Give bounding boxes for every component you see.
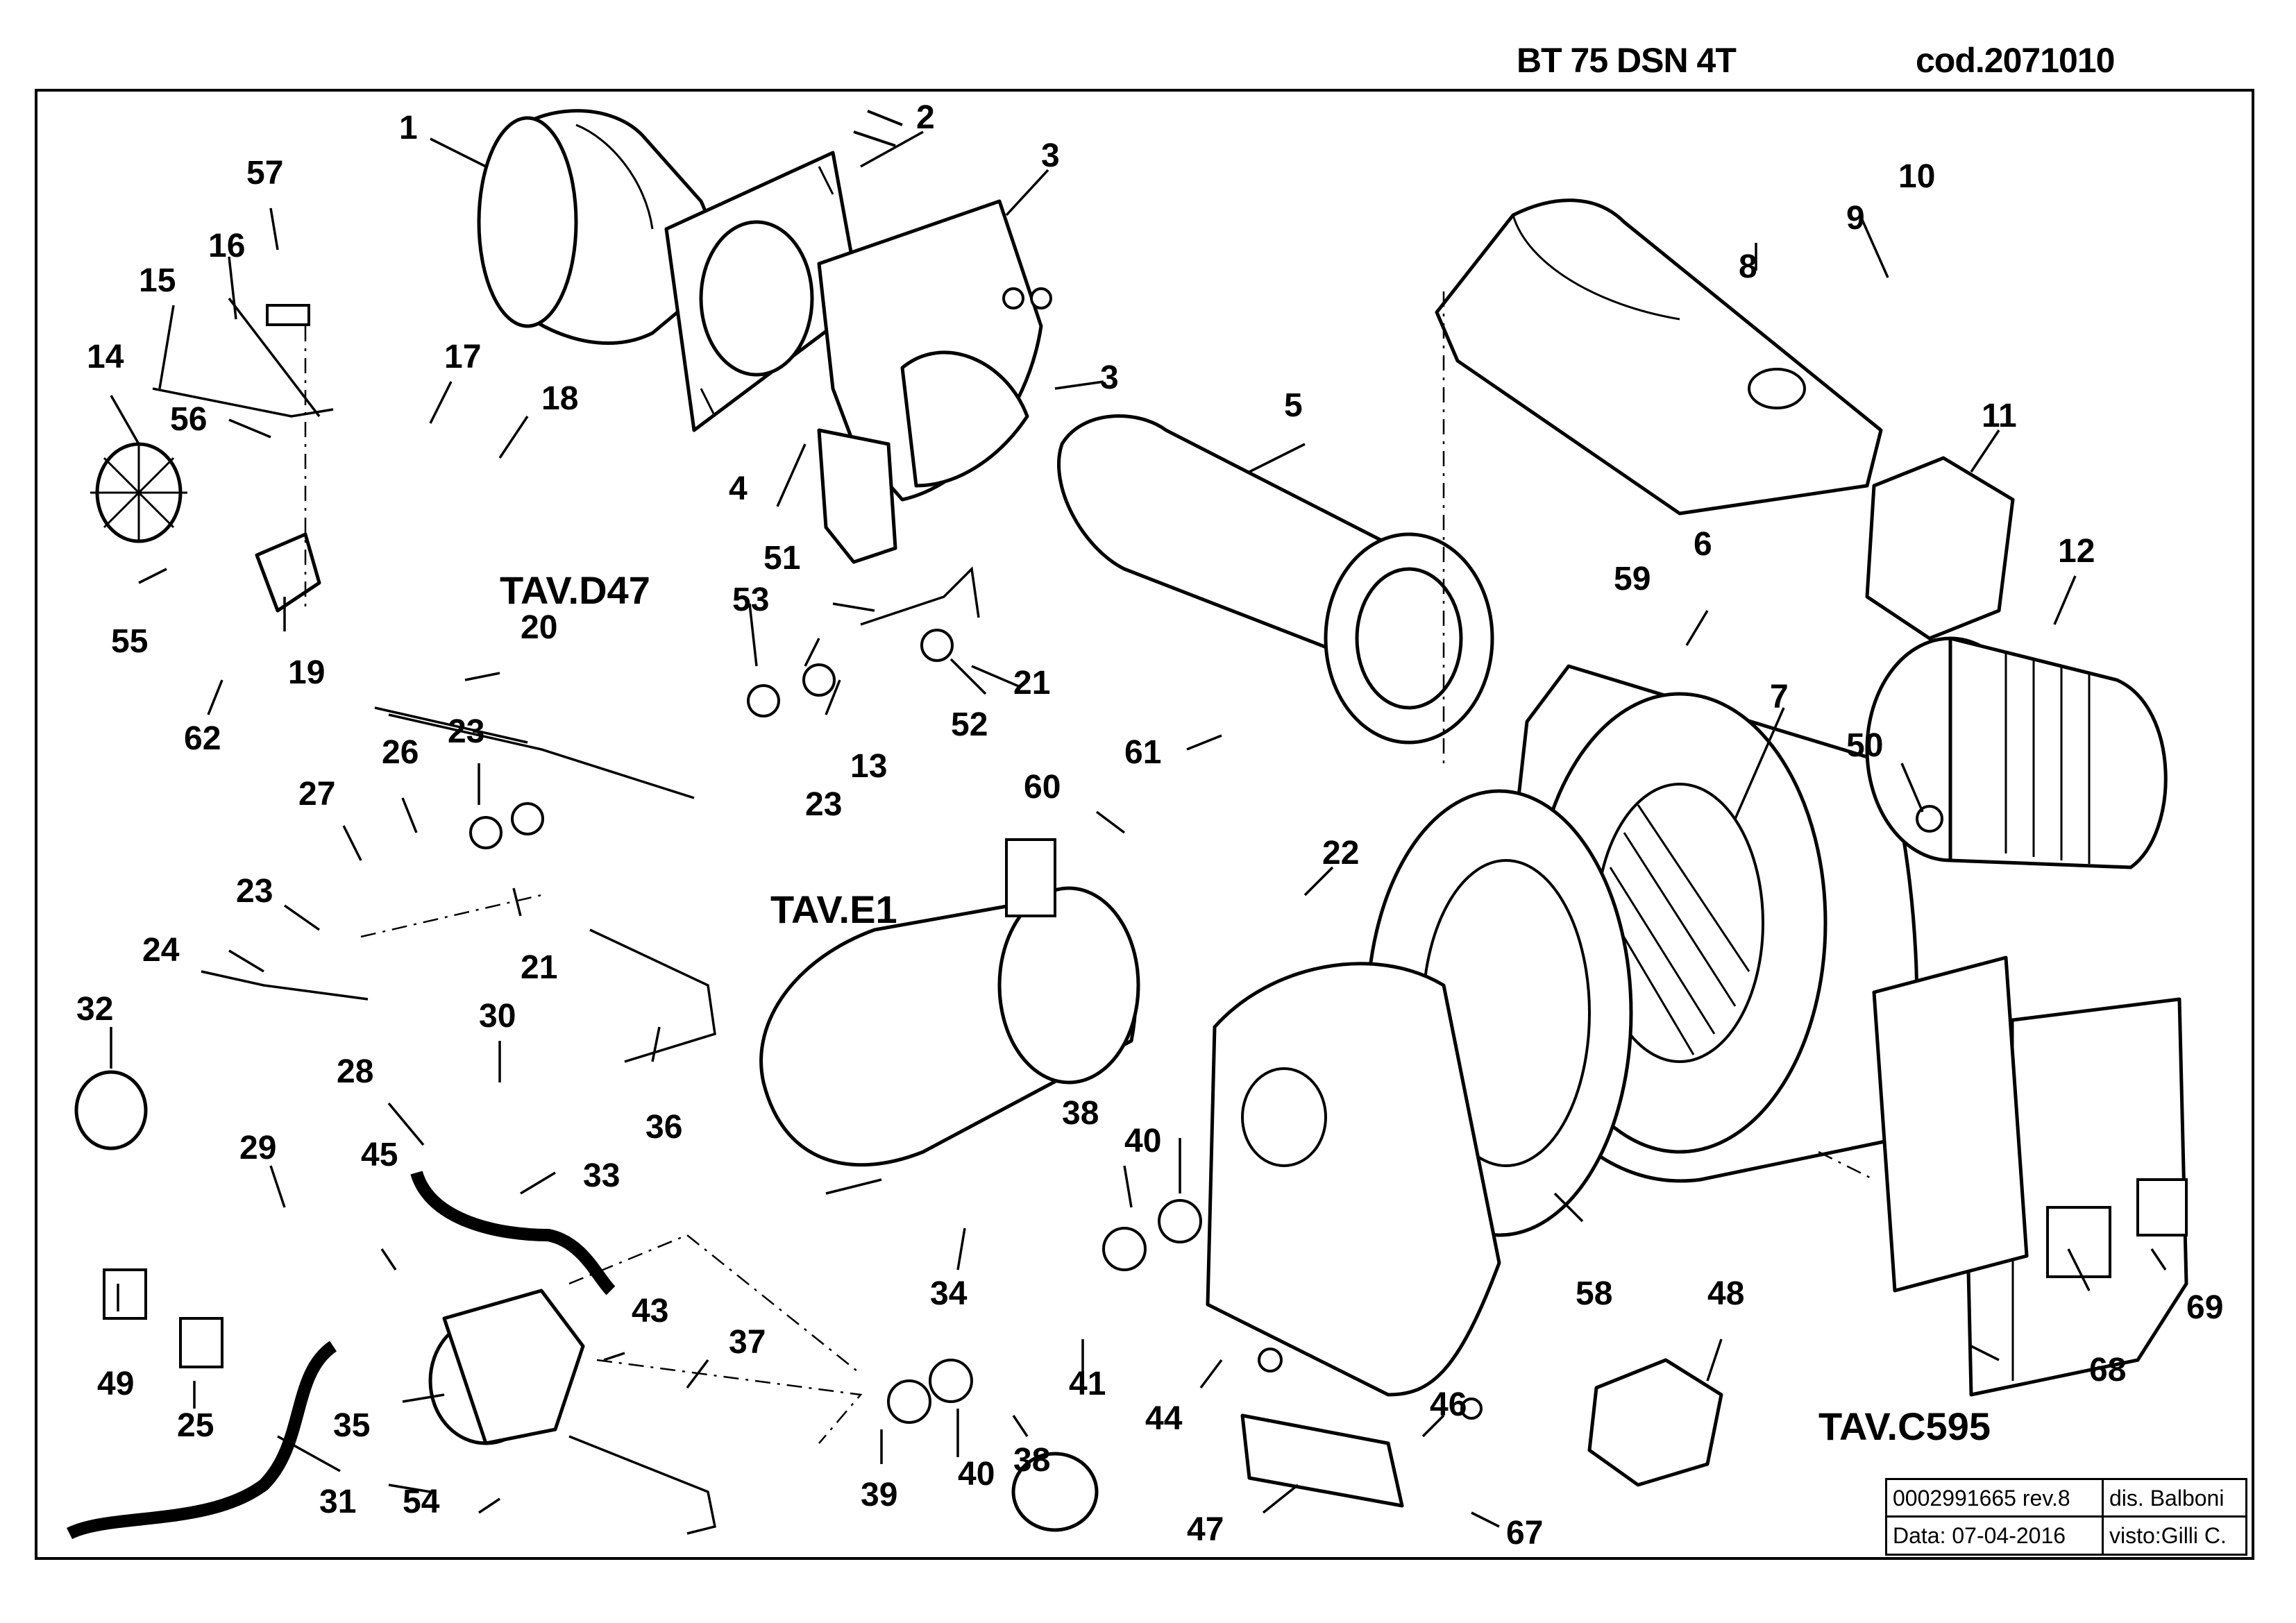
part-label: 43 xyxy=(632,1293,668,1329)
part-label: 21 xyxy=(1013,665,1050,702)
control-box xyxy=(1962,997,2188,1397)
part-label: 5 xyxy=(1284,387,1303,424)
oil-pipes xyxy=(201,566,980,1535)
drawing-code: cod.2071010 xyxy=(1916,41,2115,80)
table-ref-c595: TAV.C595 xyxy=(1818,1404,1991,1448)
part-label: 25 xyxy=(177,1407,214,1444)
part-label: 4 xyxy=(729,470,748,507)
part-number-labels: 1 2 3 3 4 5 6 7 8 9 10 11 12 13 14 15 16… xyxy=(76,99,2223,1552)
part-label: 26 xyxy=(382,734,419,771)
part-label: 38 xyxy=(1062,1095,1099,1132)
part-label: 32 xyxy=(76,991,113,1028)
part-label: 38 xyxy=(1013,1442,1050,1479)
capacitor-box xyxy=(1865,456,2015,640)
part-label: 28 xyxy=(337,1053,373,1090)
part-label: 61 xyxy=(1124,734,1161,771)
drawing-number: 0002991665 rev.8 xyxy=(1887,1480,2104,1518)
part-label: 57 xyxy=(246,155,283,192)
part-label: 36 xyxy=(645,1109,682,1146)
part-label: 54 xyxy=(403,1484,440,1520)
part-label: 13 xyxy=(850,748,887,785)
part-label: 40 xyxy=(1124,1123,1161,1159)
part-label: 39 xyxy=(861,1477,897,1513)
part-label: 22 xyxy=(1322,835,1359,872)
part-label: 23 xyxy=(805,786,842,823)
part-label: 27 xyxy=(298,776,335,813)
part-label: 40 xyxy=(958,1456,995,1493)
leader-lines xyxy=(110,130,2167,1528)
part-label: 9 xyxy=(1846,200,1865,237)
part-label: 3 xyxy=(1100,359,1119,396)
part-label: 29 xyxy=(239,1130,276,1166)
drawn-by: dis. Balboni xyxy=(2104,1480,2245,1518)
part-label: 15 xyxy=(139,262,176,299)
drawing-date: Data: 07-04-2016 xyxy=(1887,1518,2104,1554)
part-label: 31 xyxy=(319,1484,356,1520)
blast-tube xyxy=(1057,414,1494,745)
oil-pump xyxy=(428,1289,1099,1532)
title-block: 0002991665 rev.8 dis. Balboni Data: 07-0… xyxy=(1885,1478,2247,1556)
part-label: 55 xyxy=(111,623,148,660)
flange-gasket xyxy=(664,151,863,432)
part-label: 68 xyxy=(2089,1352,2126,1388)
fittings xyxy=(74,629,2029,1508)
part-label: 14 xyxy=(87,339,124,375)
part-label: 69 xyxy=(2186,1289,2223,1326)
part-label: 18 xyxy=(541,380,578,417)
part-label: 47 xyxy=(1187,1511,1224,1548)
part-label: 62 xyxy=(184,720,221,757)
part-label: 58 xyxy=(1576,1275,1612,1312)
part-label: 53 xyxy=(732,581,769,618)
part-label: 19 xyxy=(288,654,325,691)
part-label: 37 xyxy=(729,1324,766,1361)
table-ref-d47: TAV.D47 xyxy=(500,568,650,612)
part-label: 6 xyxy=(1694,526,1712,563)
part-label: 41 xyxy=(1069,1366,1106,1402)
air-box xyxy=(1206,962,1501,1397)
part-label: 17 xyxy=(444,339,481,375)
part-label: 16 xyxy=(208,228,245,264)
part-label: 52 xyxy=(951,706,988,743)
checked-by: visto:Gilli C. xyxy=(2109,1523,2227,1548)
part-label: 24 xyxy=(142,932,180,969)
housing-cover xyxy=(1435,198,1883,516)
part-label: 23 xyxy=(448,713,484,750)
part-label: 20 xyxy=(521,609,557,646)
part-label: 2 xyxy=(916,99,935,136)
part-label: 67 xyxy=(1506,1515,1543,1552)
part-label: 11 xyxy=(1982,398,2017,434)
part-label: 50 xyxy=(1846,727,1883,764)
flange-clamp xyxy=(817,110,1052,564)
part-label: 10 xyxy=(1898,158,1935,195)
part-label: 45 xyxy=(361,1137,398,1173)
part-label: 30 xyxy=(479,998,516,1035)
part-label: 33 xyxy=(583,1157,620,1194)
hydraulic-cylinder xyxy=(759,838,1140,1167)
table-ref-e1: TAV.E1 xyxy=(770,887,897,931)
part-label: 34 xyxy=(930,1275,968,1312)
oil-hose xyxy=(66,1171,616,1540)
part-label: 60 xyxy=(1024,769,1061,806)
part-label: 1 xyxy=(399,110,418,146)
part-label: 59 xyxy=(1614,561,1651,597)
part-label: 46 xyxy=(1430,1386,1467,1423)
motor xyxy=(1865,636,2168,869)
part-label: 12 xyxy=(2058,533,2095,570)
part-label: 49 xyxy=(97,1366,134,1402)
part-label: 51 xyxy=(763,540,800,577)
part-label: 48 xyxy=(1707,1275,1744,1312)
drawing-frame xyxy=(35,89,2254,1560)
part-label: 3 xyxy=(1041,137,1060,174)
ignition-electrodes xyxy=(90,297,334,613)
part-label: 7 xyxy=(1770,679,1789,715)
part-label: 8 xyxy=(1739,248,1757,285)
part-label: 56 xyxy=(170,401,207,438)
model-title: BT 75 DSN 4T xyxy=(1517,41,1737,80)
part-label: 23 xyxy=(236,873,273,910)
part-label: 35 xyxy=(333,1407,370,1444)
burner-head xyxy=(477,109,713,345)
part-label: 21 xyxy=(521,949,557,986)
part-label: 44 xyxy=(1145,1400,1183,1437)
